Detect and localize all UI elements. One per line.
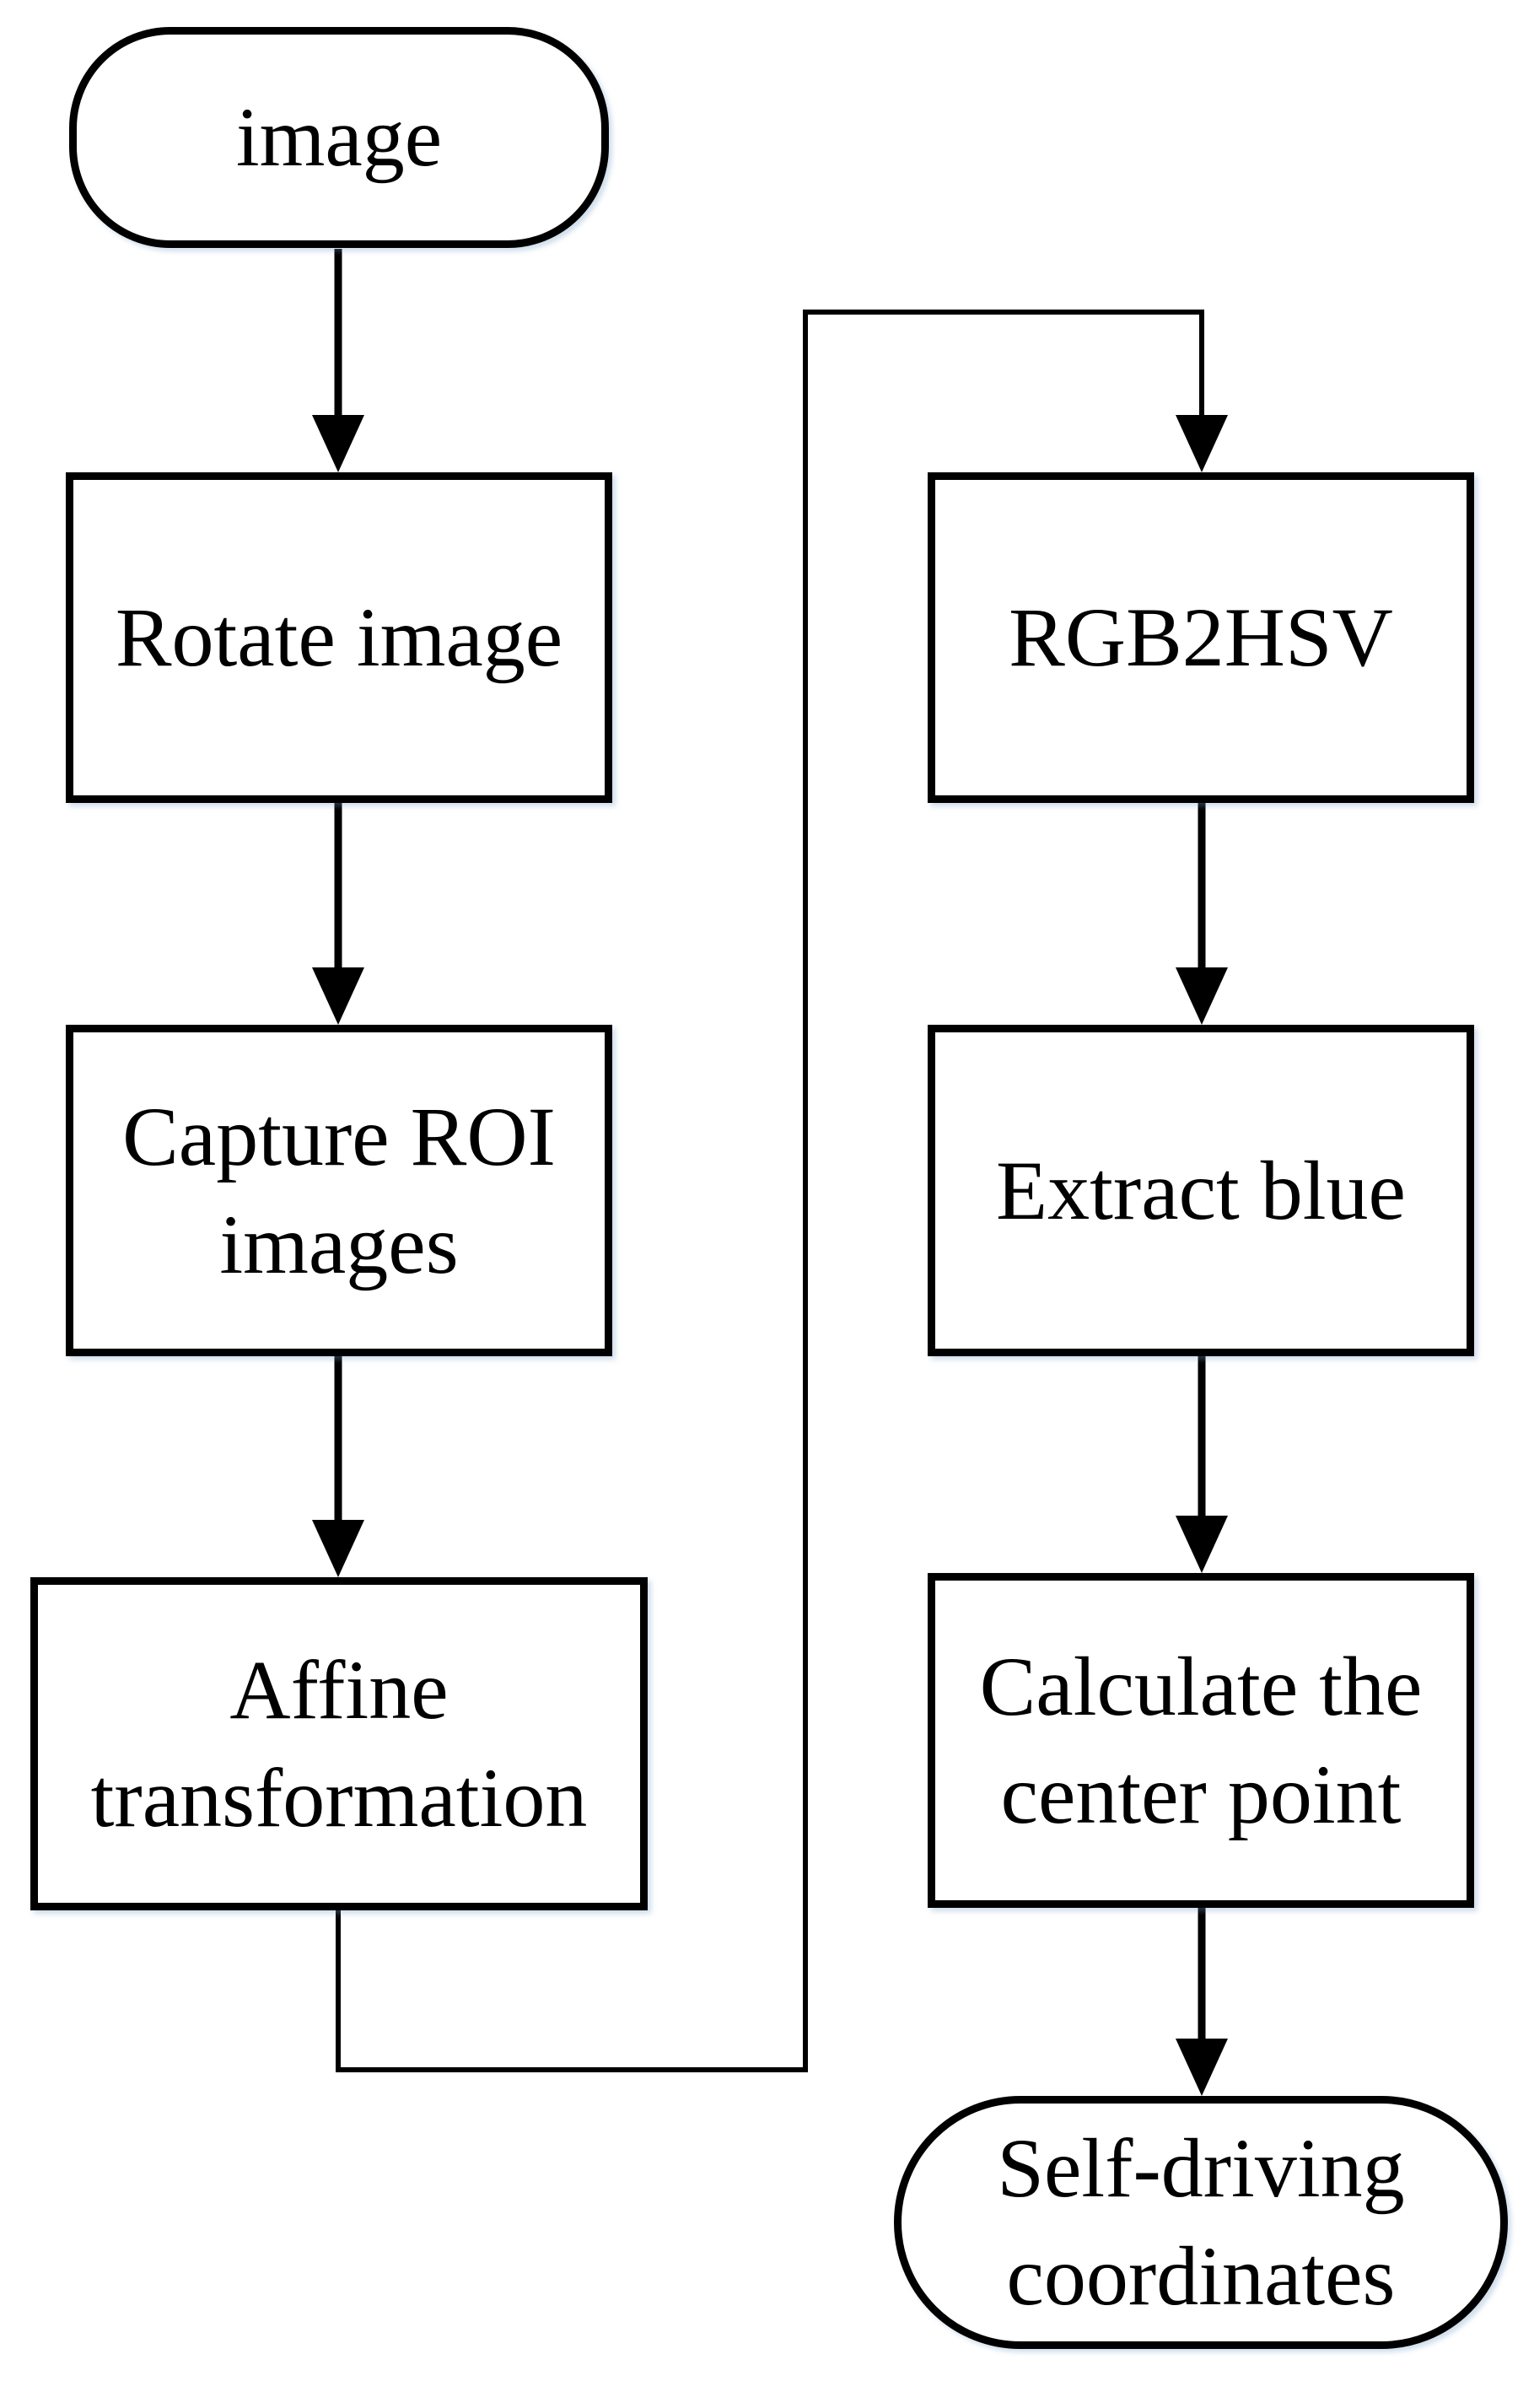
node-image: image bbox=[69, 27, 609, 248]
node-image-label: image bbox=[235, 90, 443, 184]
node-self-driving-coordinates: Self-driving coordinates bbox=[894, 2096, 1508, 2349]
node-rotate-image-label: Rotate image bbox=[115, 590, 563, 684]
node-capture-roi-label-line-2: images bbox=[219, 1197, 459, 1291]
node-capture-roi: Capture ROI images bbox=[66, 1025, 612, 1356]
node-extract-blue-label: Extract blue bbox=[996, 1143, 1406, 1237]
node-calculate-center: Calculate the center point bbox=[928, 1573, 1474, 1908]
arrowhead-rgb2hsv-to-extract bbox=[1176, 967, 1228, 1025]
arrowhead-image-to-rotate bbox=[312, 415, 364, 472]
connector-affine-to-rgb2hsv bbox=[336, 310, 1204, 2072]
node-rotate-image: Rotate image bbox=[66, 472, 612, 803]
node-capture-roi-label-line-1: Capture ROI bbox=[122, 1089, 556, 1183]
node-calculate-center-label-line-2: center point bbox=[1000, 1747, 1402, 1841]
node-affine-label-line-1: Affine bbox=[229, 1642, 449, 1737]
node-rgb2hsv: RGB2HSV bbox=[928, 472, 1474, 803]
node-self-driving-label-line-1: Self-driving bbox=[997, 2121, 1405, 2215]
node-rgb2hsv-label: RGB2HSV bbox=[1009, 590, 1393, 684]
arrowhead-extract-to-center bbox=[1176, 1516, 1228, 1573]
node-affine-transformation: Affine transformation bbox=[30, 1577, 648, 1910]
arrowhead-center-to-selfdriving bbox=[1176, 2039, 1228, 2096]
arrowhead-affine-to-rgb2hsv bbox=[1176, 415, 1228, 472]
arrowhead-rotate-to-capture bbox=[312, 967, 364, 1025]
arrowhead-capture-to-affine bbox=[312, 1520, 364, 1577]
node-affine-label-line-2: transformation bbox=[90, 1750, 588, 1845]
node-calculate-center-label-line-1: Calculate the bbox=[979, 1639, 1423, 1733]
node-self-driving-label-line-2: coordinates bbox=[1006, 2229, 1396, 2323]
node-extract-blue: Extract blue bbox=[928, 1025, 1474, 1356]
